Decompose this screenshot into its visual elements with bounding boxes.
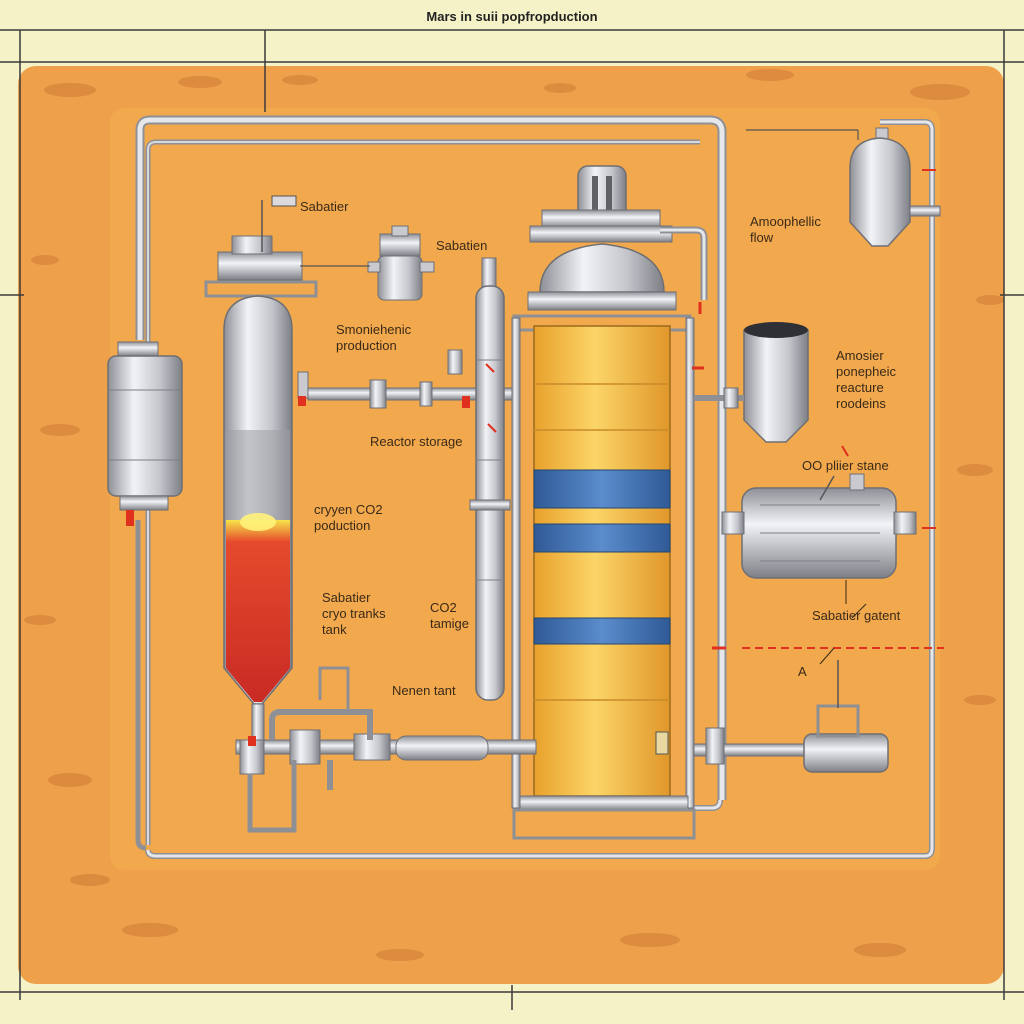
vertical-column [469, 257, 511, 701]
label-sabatier-top: Sabatier [300, 199, 349, 214]
main-reactor [511, 165, 708, 840]
soil-texture [24, 69, 1004, 961]
label-sabatier-valve: Sabatien [436, 238, 488, 253]
label-sabatier-cryo-tanks: Sabatier cryo tranks tank [322, 590, 386, 637]
outer-pipe-loop [135, 115, 935, 859]
label-cryo-co2-production: cryyen CO2 poduction [314, 502, 383, 533]
pressure-gauge [261, 195, 297, 252]
atmospheric-vessel [746, 127, 941, 247]
leader-lines [819, 580, 867, 665]
diagram-title: Mars in suii popfropduction [426, 9, 598, 24]
label-co2-storage: CO2 tamige [430, 600, 470, 631]
label-a-marker: A [798, 664, 807, 679]
label-smoniehenic-production: Smoniehenic production [336, 322, 412, 353]
red-markers [485, 169, 944, 650]
inner-panel [110, 108, 940, 870]
open-drum [694, 322, 809, 443]
label-reactor-storage: Reactor storage [370, 434, 463, 449]
bottom-pipe-pump [693, 660, 889, 773]
cryo-tank [204, 235, 318, 745]
sabatier-valve-unit [300, 225, 435, 301]
feed-pipe [307, 349, 517, 409]
bottom-manifold [235, 666, 537, 833]
label-atmospheric-flow: Amoophellic flow [750, 214, 821, 245]
label-sabatier-gatent: Sabatier gatent [812, 608, 901, 623]
left-storage-tank [107, 341, 183, 526]
label-amosier-reacture: Amosier ponepheic reacture roodeins [836, 348, 896, 411]
heat-exchanger [721, 473, 917, 579]
frame-lines [0, 29, 1024, 1010]
label-nenen-tant: Nenen tant [392, 683, 456, 698]
label-co-stane: OO pliier stane [802, 458, 889, 473]
